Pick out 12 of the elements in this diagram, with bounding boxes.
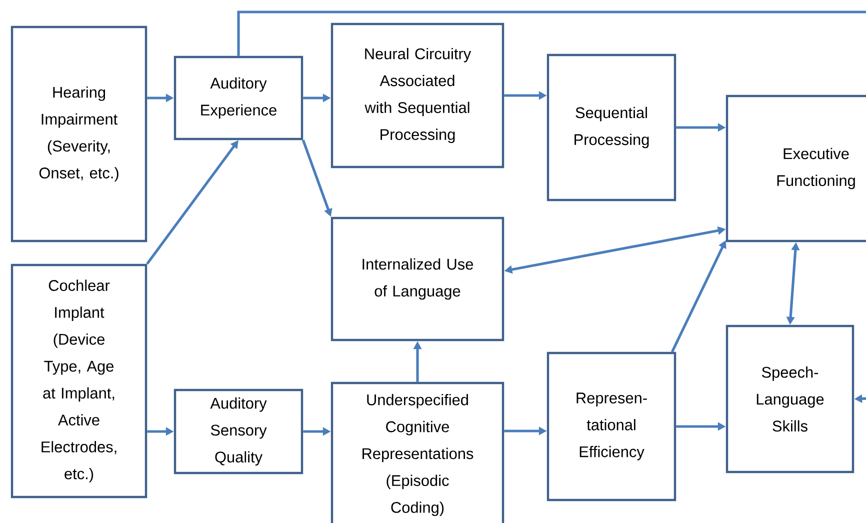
process-box: Underspecified Cognitive Representations (Episodic Coding)	[330, 382, 504, 523]
process-box: Executive Functioning	[726, 94, 866, 242]
process-box: Hearing Impairment (Severity, Onset, etc.)	[10, 26, 148, 242]
connector-line	[237, 10, 866, 56]
process-box: Auditory Experience	[174, 56, 304, 140]
process-box: Sequential Processing	[546, 54, 676, 202]
process-box: Represen-tational Efficiency	[546, 352, 676, 502]
process-box: Speech-Language Skills	[726, 324, 854, 474]
process-box: Auditory Sensory Quality	[174, 388, 304, 474]
process-box: Cochlear Implant (Device Type, Age at Implant, Active Electrodes, etc.)	[10, 264, 148, 498]
process-box: Neural Circuitry Associated with Sequential Processing	[330, 22, 504, 168]
process-box: Internalized Use of Language	[330, 216, 504, 342]
